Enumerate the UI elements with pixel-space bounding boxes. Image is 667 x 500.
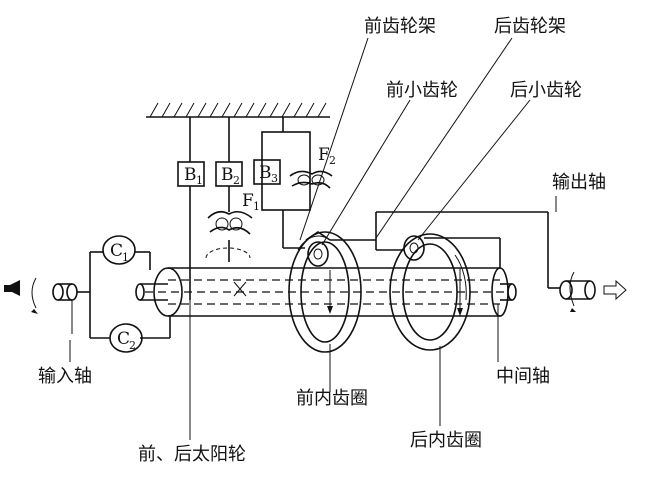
- front-planet-gear: [305, 231, 331, 267]
- label-front-carrier: 前齿轮架: [364, 16, 436, 37]
- one-way-clutch-f2: F 2: [289, 145, 336, 189]
- clutch-branches: [77, 251, 171, 339]
- clutch-c1: C 1: [102, 235, 136, 265]
- sun-gear-shaft: [153, 267, 500, 317]
- label-rear-planet: 后小齿轮: [510, 80, 582, 101]
- one-way-clutch-f1: F 1: [205, 191, 260, 259]
- label-rear-ring: 后内齿圈: [410, 430, 482, 451]
- f1-sub: 1: [253, 200, 260, 213]
- front-ring-gear: [288, 231, 362, 353]
- label-front-planet: 前小齿轮: [386, 80, 458, 101]
- brake-b1-sub: 1: [196, 174, 203, 187]
- leader-lines: [69, 37, 557, 440]
- rear-ring-gear: [389, 233, 471, 351]
- c1-letter: C: [110, 241, 123, 261]
- brake-b3: B 3: [253, 159, 281, 185]
- output-shaft: [548, 271, 596, 312]
- input-shaft: [52, 283, 78, 334]
- label-sun-gear: 前、后太阳轮: [138, 444, 246, 465]
- output-arrow: [603, 279, 627, 301]
- label-output-shaft: 输出轴: [552, 172, 606, 193]
- c2-sub: 2: [129, 339, 136, 352]
- brake-b1-letter: B: [184, 165, 197, 185]
- rear-planet-gear: [403, 235, 425, 261]
- brake-b2-letter: B: [221, 165, 234, 185]
- clutch-c2: C 2: [109, 323, 143, 353]
- label-input-shaft: 输入轴: [38, 366, 92, 387]
- brake-b3-sub: 3: [271, 172, 278, 185]
- rotation-arrows: [327, 268, 463, 316]
- label-front-ring: 前内齿圈: [296, 388, 368, 409]
- label-rear-carrier: 后齿轮架: [494, 16, 566, 37]
- brake-b1: B 1: [177, 161, 205, 187]
- label-intermediate-shaft: 中间轴: [496, 366, 550, 387]
- brake-b2: B 2: [215, 161, 243, 187]
- c2-letter: C: [117, 329, 130, 349]
- c1-sub: 1: [122, 251, 129, 264]
- ground-housing: [146, 102, 330, 118]
- intermediate-shaft-left: [135, 283, 505, 301]
- rear-carrier-frame: [330, 211, 549, 288]
- brake-b3-letter: B: [259, 163, 272, 183]
- brake-b2-sub: 2: [233, 174, 240, 187]
- input-arrow: [4, 277, 38, 314]
- f1-letter: F: [242, 191, 254, 211]
- f2-sub: 2: [329, 154, 336, 167]
